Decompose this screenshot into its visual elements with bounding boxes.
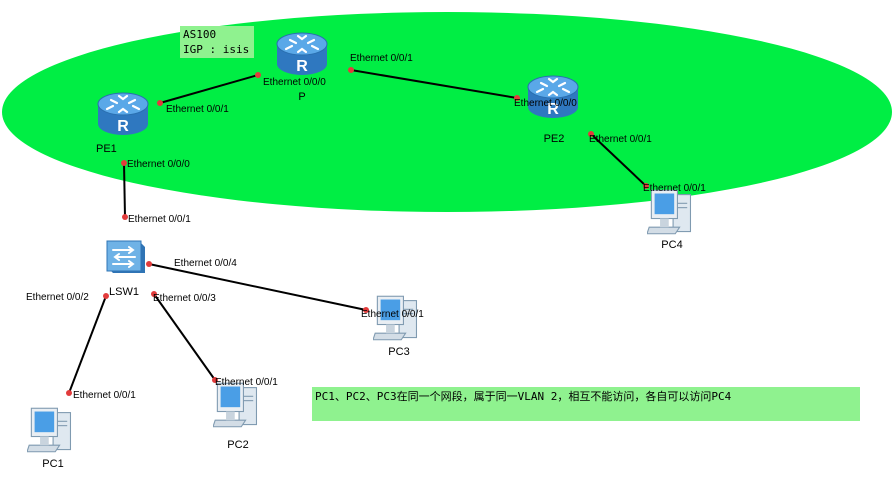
port-label-pe1-lsw1-lsw1: Ethernet 0/0/1 xyxy=(128,214,191,225)
router-icon xyxy=(527,74,579,120)
port-label-lsw1-pc1-pc1: Ethernet 0/0/1 xyxy=(73,390,136,401)
port-dot[interactable] xyxy=(121,160,127,166)
node-pe1[interactable] xyxy=(97,91,149,137)
port-dot[interactable] xyxy=(588,131,594,137)
port-label-p-pe2-p: Ethernet 0/0/1 xyxy=(350,53,413,64)
port-dot[interactable] xyxy=(151,291,157,297)
pc-icon xyxy=(27,407,72,453)
node-label-pc2: PC2 xyxy=(227,439,248,451)
router-icon xyxy=(97,91,149,137)
port-label-lsw1-pc2-lsw1: Ethernet 0/0/3 xyxy=(153,293,216,304)
node-label-pe1: PE1 xyxy=(96,143,117,155)
port-dot[interactable] xyxy=(157,100,163,106)
port-dot[interactable] xyxy=(643,183,649,189)
pc-icon xyxy=(213,382,258,428)
node-label-pc1: PC1 xyxy=(42,458,63,470)
note-box xyxy=(312,387,860,421)
link-pe1-p[interactable] xyxy=(159,74,259,104)
node-label-pe2: PE2 xyxy=(544,133,565,145)
port-label-lsw1-pc1-lsw1: Ethernet 0/0/2 xyxy=(26,292,89,303)
port-dot[interactable] xyxy=(255,72,261,78)
node-pc1[interactable] xyxy=(27,407,72,453)
node-p[interactable] xyxy=(276,31,328,77)
link-lsw1-pc3[interactable] xyxy=(148,263,367,311)
node-pc2[interactable] xyxy=(213,382,258,428)
node-pe2[interactable] xyxy=(527,74,579,120)
as-label-box xyxy=(180,26,254,58)
port-dot[interactable] xyxy=(514,95,520,101)
port-dot[interactable] xyxy=(66,390,72,396)
port-dot[interactable] xyxy=(122,214,128,220)
port-label-lsw1-pc2-pc2: Ethernet 0/0/1 xyxy=(215,377,278,388)
router-icon xyxy=(276,31,328,77)
note-text: PC1、PC2、PC3在同一个网段，属于同一VLAN 2，相互不能访问，各自可以… xyxy=(315,389,732,403)
node-label-pc4: PC4 xyxy=(661,239,682,251)
as-number-label: AS100 xyxy=(183,28,216,41)
node-lsw1[interactable] xyxy=(106,240,146,274)
link-pe1-lsw1[interactable] xyxy=(123,162,126,218)
port-dot[interactable] xyxy=(146,261,152,267)
node-label-pc3: PC3 xyxy=(388,346,409,358)
port-label-pe2-pc4-pe2: Ethernet 0/0/1 xyxy=(589,134,652,145)
port-dot[interactable] xyxy=(348,67,354,73)
link-pe2-pc4[interactable] xyxy=(590,133,647,187)
link-p-pe2[interactable] xyxy=(350,69,518,99)
port-label-lsw1-pc3-pc3: Ethernet 0/0/1 xyxy=(361,309,424,320)
port-label-lsw1-pc3-lsw1: Ethernet 0/0/4 xyxy=(174,258,237,269)
link-lsw1-pc1[interactable] xyxy=(68,295,107,394)
pc-icon xyxy=(647,189,692,235)
port-label-pe2-pc4-pc4: Ethernet 0/0/1 xyxy=(643,183,706,194)
port-dot[interactable] xyxy=(363,307,369,313)
port-label-pe1-lsw1-pe1: Ethernet 0/0/0 xyxy=(127,159,190,170)
port-dot[interactable] xyxy=(212,377,218,383)
node-label-lsw1: LSW1 xyxy=(109,286,139,298)
igp-label: IGP : isis xyxy=(183,43,249,56)
node-label-p: P xyxy=(298,91,305,103)
port-dot[interactable] xyxy=(103,293,109,299)
port-label-pe1-p-p: Ethernet 0/0/0 xyxy=(263,77,326,88)
port-label-pe1-p-pe1: Ethernet 0/0/1 xyxy=(166,104,229,115)
link-lsw1-pc2[interactable] xyxy=(153,293,216,381)
as100-area xyxy=(2,12,892,212)
port-label-p-pe2-pe2: Ethernet 0/0/0 xyxy=(514,98,577,109)
node-pc4[interactable] xyxy=(647,189,692,235)
switch-icon xyxy=(106,240,146,274)
